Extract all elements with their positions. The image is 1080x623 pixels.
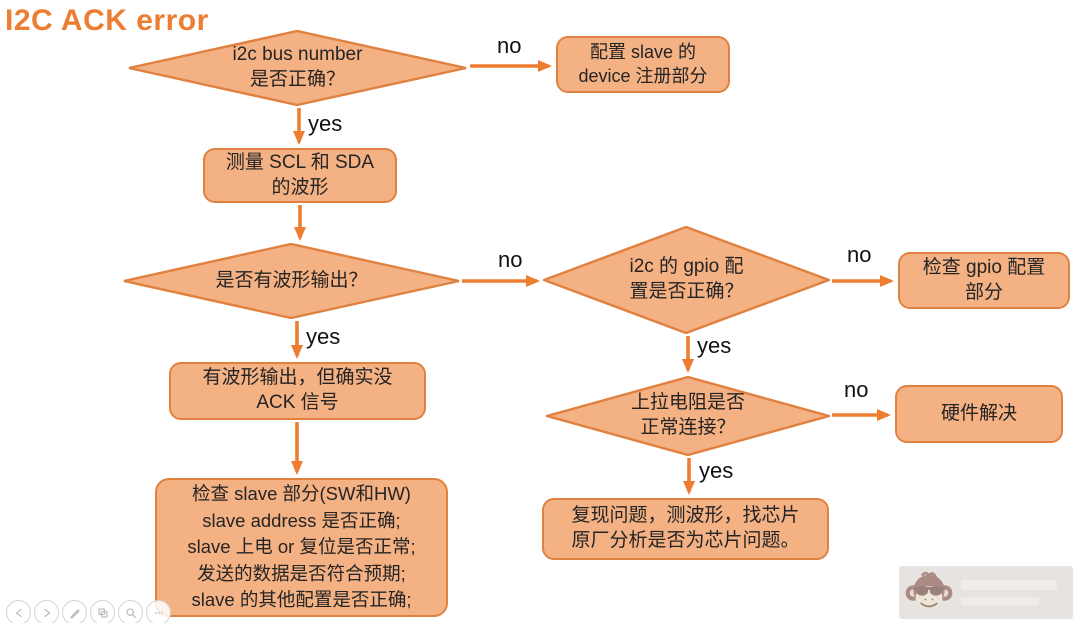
label-bus-number-yes: yes [308,111,343,136]
node-check-gpio: 检查 gpio 配置 部分 [898,252,1070,309]
node-text: 有波形输出，但确实没 ACK 信号 [202,367,393,413]
diamond-shape [546,376,830,456]
label-pullup-no: no [844,377,869,402]
node-text: 复现问题，测波形，找芯片 原厂分析是否为芯片问题。 [571,505,800,551]
node-measure-waveform: 测量 SCL 和 SDA 的波形 [203,148,397,203]
diamond-shape [123,243,460,319]
node-check-slave: 检查 slave 部分(SW和HW) slave address 是否正确; s… [155,478,448,617]
node-waveform-output: 是否有波形输出？ [123,243,460,319]
node-waveform-no-ack: 有波形输出，但确实没 ACK 信号 [169,362,426,420]
previous-slide-icon[interactable] [6,600,31,623]
watermark [899,566,1073,619]
slideshow-toolbar [6,600,171,623]
node-hardware-fix: 硬件解决 [895,385,1063,443]
monkey-logo-watermark [905,571,953,611]
more-icon[interactable] [146,600,171,623]
node-text: 是否有波形输出？ [215,269,368,291]
node-text: 硬件解决 [940,402,1017,424]
label-gpio-yes: yes [697,333,732,358]
node-text: 检查 slave 部分(SW和HW) slave address 是否正确; s… [187,483,416,611]
diamond-shape [128,30,467,106]
node-config-slave-device: 配置 slave 的 device 注册部分 [556,36,730,93]
label-wave-no: no [498,247,523,272]
label-wave-yes: yes [306,324,341,349]
diamond-shape [543,226,830,334]
watermark-text-line [961,597,1039,605]
watermark-text-line [961,580,1057,590]
next-slide-icon[interactable] [34,600,59,623]
magnifier-icon[interactable] [118,600,143,623]
slides-grid-icon[interactable] [90,600,115,623]
label-gpio-no: no [847,242,872,267]
node-text: i2c bus number 是否正确？ [232,44,363,90]
node-gpio-config: i2c 的 gpio 配 置是否正确？ [543,226,830,334]
node-text: i2c 的 gpio 配 置是否正确？ [629,256,744,302]
node-text: 检查 gpio 配置 部分 [922,256,1046,303]
node-i2c-bus-number: i2c bus number 是否正确？ [128,30,467,106]
label-bus-number-no: no [497,33,522,58]
label-pullup-yes: yes [699,458,734,483]
node-reproduce-problem: 复现问题，测波形，找芯片 原厂分析是否为芯片问题。 [542,498,829,560]
node-text: 测量 SCL 和 SDA 的波形 [225,151,375,198]
node-text: 配置 slave 的 device 注册部分 [578,42,708,86]
pen-icon[interactable] [62,600,87,623]
node-text: 上拉电阻是否 正常连接？ [630,392,745,438]
node-pullup-resistor: 上拉电阻是否 正常连接？ [546,376,830,456]
page-title: I2C ACK error [5,4,209,37]
